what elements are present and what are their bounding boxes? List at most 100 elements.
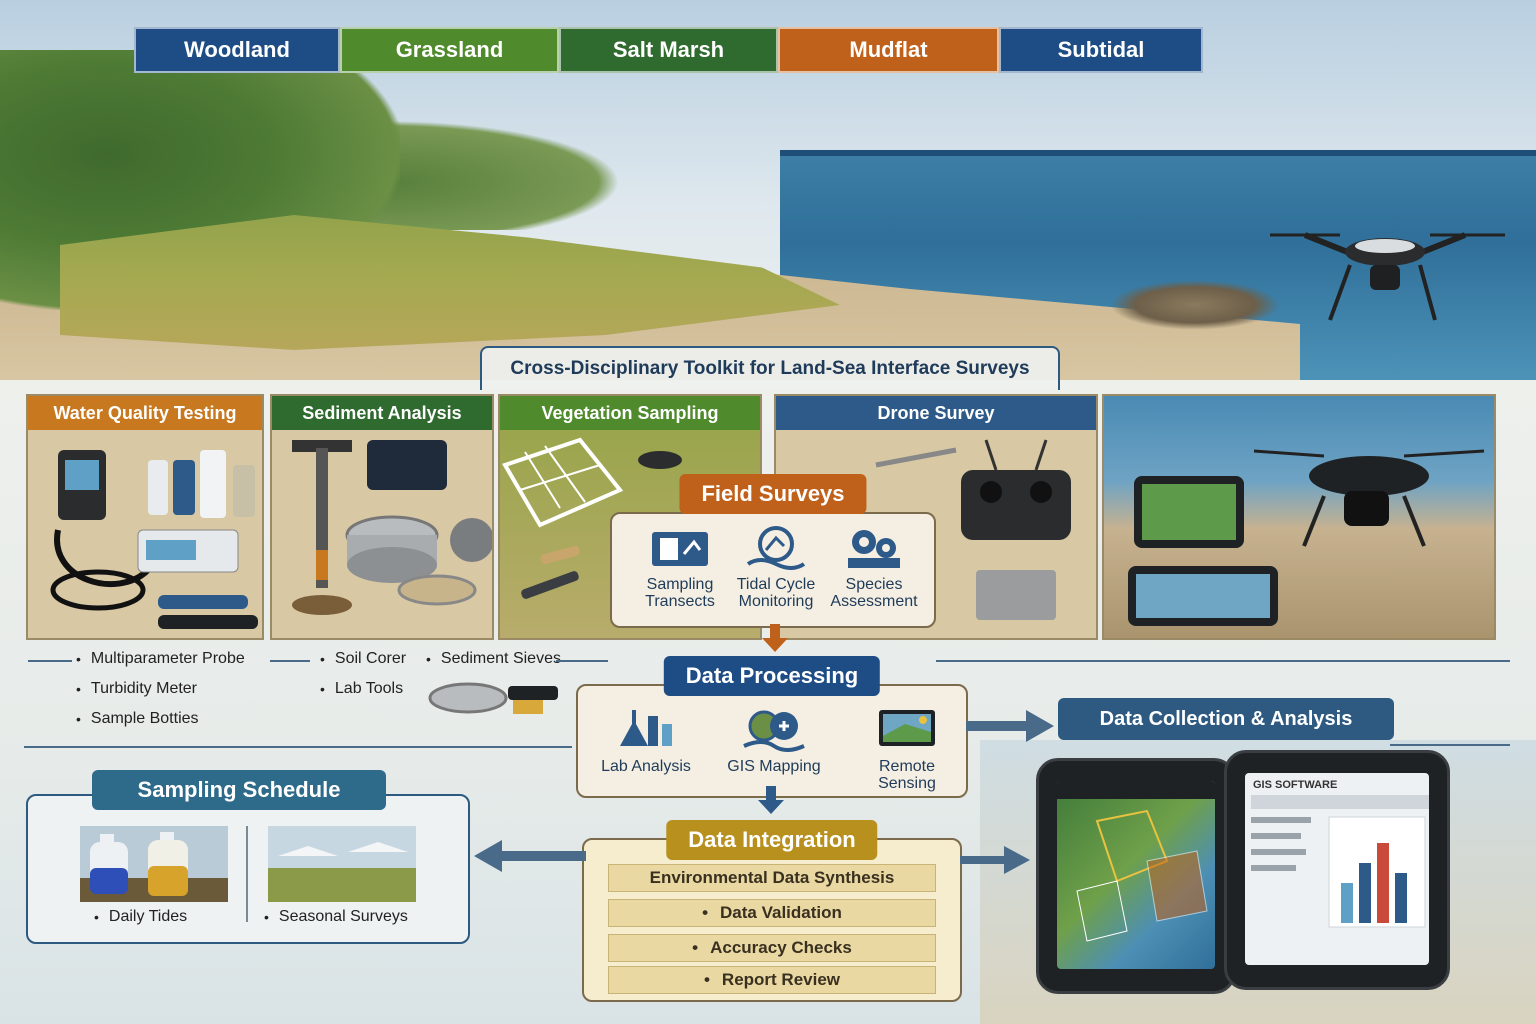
connector-line bbox=[556, 660, 608, 662]
zone-label: Subtidal bbox=[1057, 37, 1145, 62]
zone-woodland: Woodland bbox=[134, 27, 340, 73]
box-title: Data Collection & Analysis bbox=[1099, 707, 1353, 730]
arrow-down-icon bbox=[758, 786, 784, 814]
tool-label: GIS Mapping bbox=[727, 758, 821, 775]
category-header: Sediment Analysis bbox=[272, 396, 492, 430]
field-surveys-box: Field Surveys Sampling Transects Tidal C… bbox=[610, 474, 936, 628]
drone-controller-icon bbox=[875, 439, 1071, 620]
tool-gis-mapping: GIS Mapping bbox=[724, 706, 824, 775]
schedule-list: Seasonal Surveys bbox=[264, 902, 408, 932]
satellite-screen-icon bbox=[879, 710, 935, 746]
arrow-left-icon bbox=[474, 840, 586, 872]
list-item: Sediment Sieves bbox=[426, 644, 561, 674]
gis-software-tablet: GIS SOFTWARE bbox=[1224, 750, 1450, 990]
data-processing-title: Data Processing bbox=[663, 656, 881, 696]
field-tents-icon bbox=[268, 826, 416, 902]
list-item: Lab Tools bbox=[320, 674, 406, 704]
drone-equipment bbox=[776, 430, 1096, 638]
tidal-cycle-icon bbox=[746, 526, 806, 570]
software-label: GIS SOFTWARE bbox=[1253, 779, 1338, 791]
list-item: Daily Tides bbox=[94, 902, 187, 932]
schedule-list: Daily Tides bbox=[94, 902, 187, 932]
tool-lab-analysis: Lab Analysis bbox=[596, 706, 696, 775]
integration-item: Accuracy Checks bbox=[608, 934, 936, 962]
map-screen bbox=[1057, 781, 1215, 969]
zone-subtidal: Subtidal bbox=[999, 27, 1203, 73]
tool-tidal-cycle: Tidal Cycle Monitoring bbox=[726, 524, 826, 610]
map-parcels-icon bbox=[1057, 781, 1215, 942]
tool-species-assessment: Species Assessment bbox=[824, 524, 924, 610]
list-item: Soil Corer bbox=[320, 644, 406, 674]
list-item: Sample Botties bbox=[76, 704, 245, 734]
tool-remote-sensing: Remote Sensing bbox=[852, 706, 962, 792]
page-title: Cross-Disciplinary Toolkit for Land-Sea … bbox=[510, 358, 1030, 379]
zone-label: Mudflat bbox=[849, 37, 928, 62]
quadrat-icon bbox=[502, 437, 682, 599]
category-water-quality: Water Quality Testing bbox=[26, 394, 264, 640]
integration-item: Data Validation bbox=[608, 899, 936, 927]
list-item: Multiparameter Probe bbox=[76, 644, 245, 674]
item-label: Data Validation bbox=[720, 903, 842, 922]
habitat-zone-tabs: Woodland Grassland Salt Marsh Mudflat Su… bbox=[134, 27, 1203, 73]
arrow-down-icon bbox=[762, 624, 788, 652]
sieve-list: Sediment Sieves bbox=[426, 644, 561, 674]
connector-line bbox=[270, 660, 310, 662]
item-label: Environmental Data Synthesis bbox=[649, 868, 895, 887]
list-item: Turbidity Meter bbox=[76, 674, 245, 704]
zone-mudflat: Mudflat bbox=[778, 27, 999, 73]
drone-icon bbox=[1270, 232, 1505, 321]
box-title: Sampling Schedule bbox=[137, 777, 341, 802]
connector-line bbox=[28, 660, 72, 662]
data-integration-title: Data Integration bbox=[666, 820, 878, 860]
zone-grassland: Grassland bbox=[340, 27, 559, 73]
category-label: Vegetation Sampling bbox=[541, 402, 719, 423]
tool-label: Sampling Transects bbox=[645, 576, 715, 610]
arrow-right-icon bbox=[960, 846, 1030, 874]
shore-rocks bbox=[1110, 280, 1280, 330]
tool-label: Remote Sensing bbox=[878, 758, 936, 792]
sampling-schedule-title: Sampling Schedule bbox=[92, 770, 386, 810]
zone-label: Grassland bbox=[395, 37, 504, 62]
category-sediment: Sediment Analysis bbox=[270, 394, 494, 640]
connector-line bbox=[24, 746, 572, 748]
category-label: Water Quality Testing bbox=[53, 402, 237, 423]
tool-label: Lab Analysis bbox=[601, 758, 691, 775]
software-screen: GIS SOFTWARE bbox=[1245, 773, 1429, 965]
transect-icon bbox=[652, 532, 708, 566]
data-processing-box: Data Processing Lab Analysis GIS Mapping bbox=[576, 656, 968, 798]
data-collection-title: Data Collection & Analysis bbox=[1058, 698, 1394, 740]
box-title: Field Surveys bbox=[701, 481, 845, 506]
soil-corer-icon bbox=[292, 440, 492, 615]
item-label: Accuracy Checks bbox=[710, 938, 852, 957]
tool-sampling-transects: Sampling Transects bbox=[630, 524, 730, 610]
tool-label: Tidal Cycle Monitoring bbox=[736, 576, 816, 610]
bar-chart-icon bbox=[1251, 795, 1429, 928]
gears-icon bbox=[848, 530, 900, 568]
category-label: Sediment Analysis bbox=[302, 402, 462, 423]
sediment-list: Soil Corer Lab Tools bbox=[320, 644, 406, 704]
integration-item: Environmental Data Synthesis bbox=[608, 864, 936, 892]
connector-line bbox=[1390, 744, 1510, 746]
gis-map-tablet bbox=[1036, 758, 1236, 994]
category-header: Vegetation Sampling bbox=[500, 396, 760, 430]
gis-icon bbox=[743, 710, 805, 752]
flask-icon bbox=[620, 710, 672, 746]
category-header: Drone Survey bbox=[776, 396, 1096, 430]
integration-item: Report Review bbox=[608, 966, 936, 994]
box-title: Data Processing bbox=[685, 663, 859, 688]
drone-with-tablet-icon bbox=[1128, 449, 1485, 626]
zone-label: Woodland bbox=[184, 37, 290, 62]
arrow-right-icon bbox=[966, 710, 1054, 742]
item-label: Report Review bbox=[721, 970, 841, 989]
water-quality-list: Multiparameter Probe Turbidity Meter Sam… bbox=[76, 644, 245, 734]
connector-line bbox=[936, 660, 1510, 662]
water-probe-icon bbox=[50, 450, 258, 629]
zone-label: Salt Marsh bbox=[612, 37, 725, 62]
sample-bottles-icon bbox=[80, 826, 228, 902]
list-item: Seasonal Surveys bbox=[264, 902, 408, 932]
divider bbox=[246, 826, 248, 922]
category-label: Drone Survey bbox=[877, 402, 995, 423]
box-title: Data Integration bbox=[688, 827, 856, 852]
zone-salt-marsh: Salt Marsh bbox=[559, 27, 778, 73]
